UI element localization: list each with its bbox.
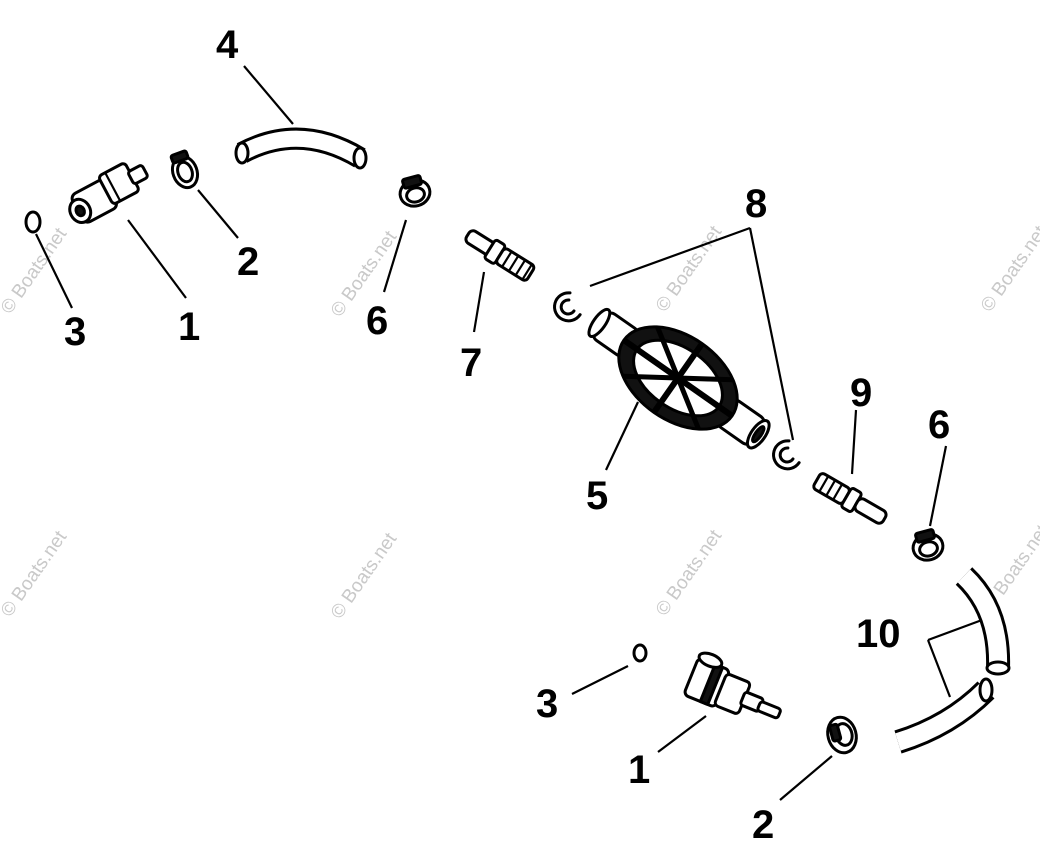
o-ring-icon (632, 643, 648, 663)
callout-6-top: 6 (366, 299, 388, 343)
callout-labels: 3 1 2 4 6 7 8 5 9 6 10 3 1 2 (64, 23, 950, 847)
fuel-hose-icon (955, 567, 1011, 676)
primer-bulb-icon (587, 307, 771, 450)
callout-3-top: 3 (64, 310, 86, 354)
callout-7: 7 (460, 341, 482, 385)
callout-4: 4 (216, 23, 239, 67)
leader-lines (35, 65, 983, 801)
watermark: © Boats.net (0, 527, 72, 621)
watermark: © Boats.net (327, 529, 402, 623)
callout-9: 9 (850, 371, 872, 415)
callout-3-bottom: 3 (536, 682, 558, 726)
callout-10: 10 (856, 612, 901, 656)
hose-fitting-icon (464, 229, 536, 282)
o-ring-icon (24, 210, 42, 234)
callout-2-bottom: 2 (752, 803, 774, 847)
callout-1-top: 1 (178, 305, 200, 349)
hose-clamp-icon (169, 149, 200, 190)
callout-2-top: 2 (237, 240, 259, 284)
hose-clamp-icon (911, 528, 945, 562)
retaining-clip-icon (553, 291, 582, 323)
retaining-clip-icon (772, 439, 801, 471)
hose-clamp-icon (398, 174, 432, 208)
watermark: © Boats.net (0, 224, 72, 318)
callout-5: 5 (586, 474, 608, 518)
callout-1-bottom: 1 (628, 748, 650, 792)
watermark: © Boats.net (652, 222, 727, 316)
callout-8: 8 (745, 182, 767, 226)
fuel-connector-icon (68, 162, 149, 224)
callout-6-bottom: 6 (928, 403, 950, 447)
watermarks: © Boats.net © Boats.net © Boats.net © Bo… (0, 222, 1040, 623)
watermark: © Boats.net (977, 222, 1040, 316)
hose-clamp-icon (826, 715, 858, 755)
hose-fitting-icon (812, 472, 888, 525)
fuel-hose-icon (234, 127, 368, 170)
fuel-hose-icon (894, 677, 995, 754)
fuel-connector-icon (683, 651, 782, 720)
watermark: © Boats.net (652, 526, 727, 620)
